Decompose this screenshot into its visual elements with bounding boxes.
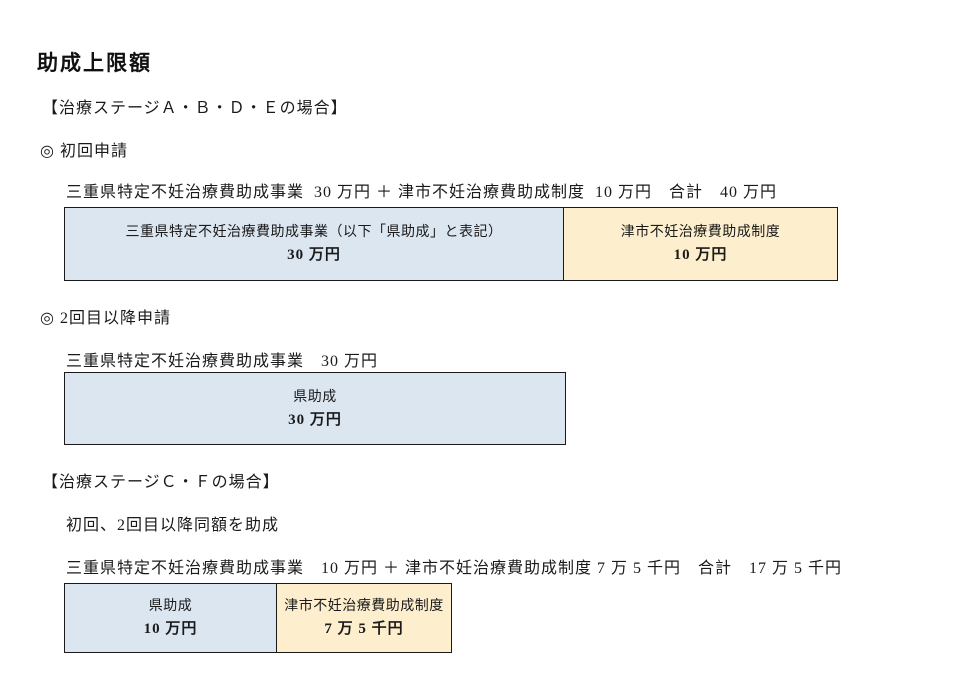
subsequent-application-bar: 県助成 30 万円	[64, 372, 566, 445]
subsequent-application-label: ◎ 2回目以降申請	[40, 310, 171, 327]
city-subsidy-box: 津市不妊治療費助成制度 7 万 5 千円	[277, 583, 452, 653]
prefecture-subsidy-label: 県助成	[148, 599, 193, 614]
section-stage-cf-heading: 【治療ステージＣ・Ｆの場合】	[42, 474, 280, 491]
city-subsidy-amount: 10 万円	[673, 247, 728, 263]
prefecture-subsidy-box: 三重県特定不妊治療費助成事業（以下「県助成」と表記） 30 万円	[64, 207, 564, 281]
city-subsidy-label: 津市不妊治療費助成制度	[284, 599, 444, 614]
first-application-bar: 三重県特定不妊治療費助成事業（以下「県助成」と表記） 30 万円 津市不妊治療費…	[64, 207, 838, 281]
prefecture-subsidy-amount: 30 万円	[287, 247, 341, 263]
subsequent-application-formula: 三重県特定不妊治療費助成事業 30 万円	[66, 353, 379, 370]
prefecture-subsidy-label: 三重県特定不妊治療費助成事業（以下「県助成」と表記）	[125, 225, 503, 240]
city-subsidy-box: 津市不妊治療費助成制度 10 万円	[564, 207, 838, 281]
city-subsidy-amount: 7 万 5 千円	[324, 621, 404, 637]
first-application-label: ◎ 初回申請	[40, 143, 128, 160]
city-subsidy-label: 津市不妊治療費助成制度	[620, 225, 781, 240]
prefecture-subsidy-amount: 10 万円	[143, 621, 198, 637]
page-title: 助成上限額	[37, 52, 152, 75]
stage-cf-bar: 県助成 10 万円 津市不妊治療費助成制度 7 万 5 千円	[64, 583, 452, 653]
stage-cf-formula: 三重県特定不妊治療費助成事業 10 万円 ＋ 津市不妊治療費助成制度 7 万 5…	[66, 560, 843, 577]
prefecture-subsidy-amount: 30 万円	[288, 411, 342, 428]
prefecture-subsidy-label: 県助成	[293, 389, 337, 405]
prefecture-subsidy-box: 県助成 30 万円	[64, 372, 566, 445]
section-stage-abde-heading: 【治療ステージＡ・Ｂ・Ｄ・Ｅの場合】	[42, 100, 348, 117]
prefecture-subsidy-box: 県助成 10 万円	[64, 583, 277, 653]
first-application-formula: 三重県特定不妊治療費助成事業 30 万円 ＋ 津市不妊治療費助成制度 10 万円…	[66, 184, 778, 201]
stage-cf-note: 初回、2回目以降同額を助成	[66, 517, 280, 534]
